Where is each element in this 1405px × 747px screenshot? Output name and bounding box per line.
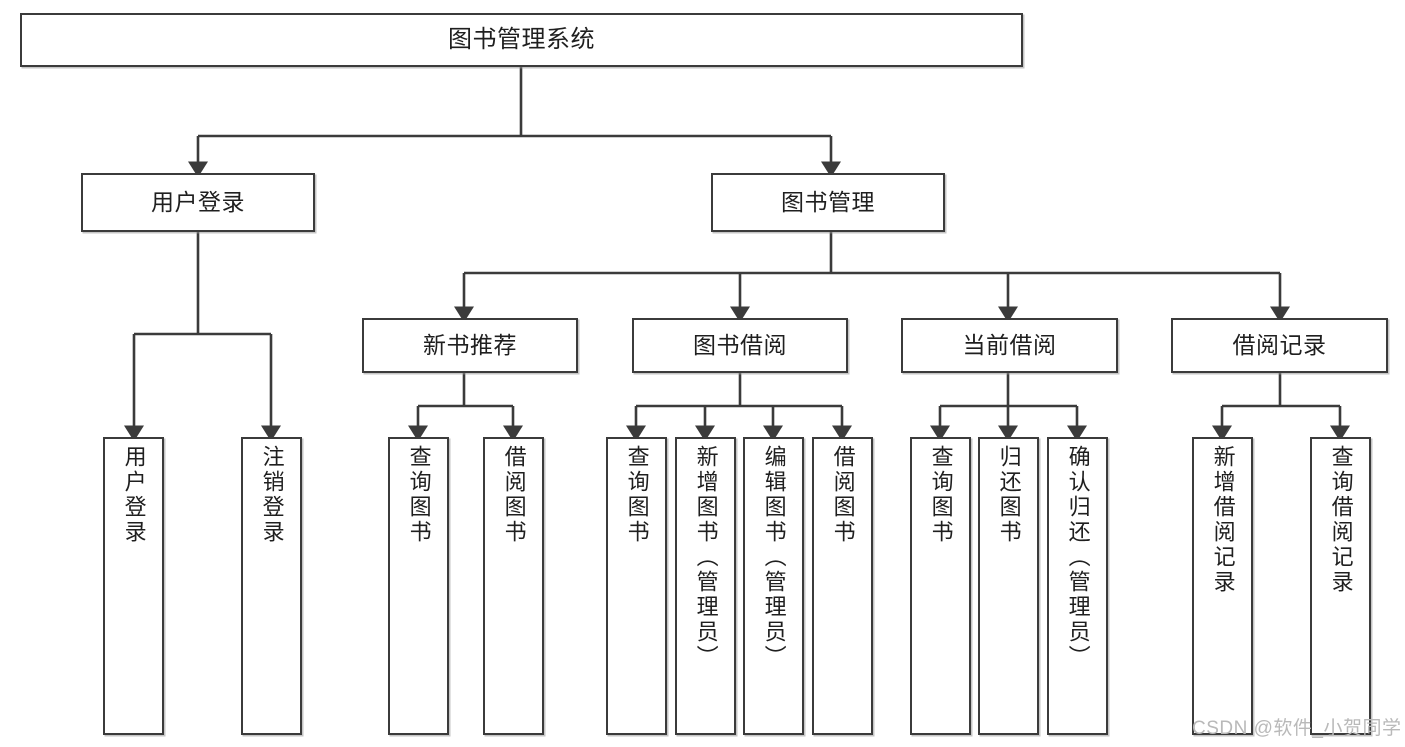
leaf-confirm-return[interactable]: 确认归还（管理员） — [1047, 437, 1108, 735]
leaf-add-book[interactable]: 新增图书（管理员） — [675, 437, 736, 735]
leaf-query-record-label: 查询借阅记录 — [1328, 445, 1354, 595]
leaf-user-logout-label: 注销登录 — [259, 445, 285, 545]
node-root-label: 图书管理系统 — [448, 25, 595, 53]
node-borrow-records[interactable]: 借阅记录 — [1171, 318, 1388, 373]
leaf-query-book-recommend-label: 查询图书 — [406, 445, 432, 545]
node-book-management[interactable]: 图书管理 — [711, 173, 945, 232]
leaf-user-logout[interactable]: 注销登录 — [241, 437, 302, 735]
node-current-borrow-label: 当前借阅 — [962, 331, 1057, 358]
leaf-query-book-borrow[interactable]: 查询图书 — [606, 437, 667, 735]
leaf-return-book-label: 归还图书 — [996, 445, 1022, 545]
node-root-book-management-system[interactable]: 图书管理系统 — [20, 13, 1023, 67]
node-user-login-label: 用户登录 — [151, 188, 245, 215]
leaf-edit-book-label: 编辑图书（管理员） — [761, 445, 787, 670]
node-user-login[interactable]: 用户登录 — [81, 173, 315, 232]
leaf-borrow-book-label: 借阅图书 — [830, 445, 856, 545]
leaf-edit-book[interactable]: 编辑图书（管理员） — [743, 437, 804, 735]
leaf-return-book[interactable]: 归还图书 — [978, 437, 1039, 735]
leaf-query-book-current-label: 查询图书 — [928, 445, 954, 545]
leaf-user-login[interactable]: 用户登录 — [103, 437, 164, 735]
leaf-query-book-recommend[interactable]: 查询图书 — [388, 437, 449, 735]
leaf-query-book-borrow-label: 查询图书 — [624, 445, 650, 545]
leaf-add-book-label: 新增图书（管理员） — [693, 445, 719, 670]
leaf-query-book-current[interactable]: 查询图书 — [910, 437, 971, 735]
leaf-borrow-book-recommend-label: 借阅图书 — [501, 445, 527, 545]
node-book-borrow-label: 图书借阅 — [693, 331, 787, 358]
node-book-management-label: 图书管理 — [781, 188, 875, 215]
node-new-book-recommend[interactable]: 新书推荐 — [362, 318, 578, 373]
leaf-confirm-return-label: 确认归还（管理员） — [1065, 445, 1091, 670]
leaf-user-login-label: 用户登录 — [121, 445, 147, 545]
leaf-query-record[interactable]: 查询借阅记录 — [1310, 437, 1371, 735]
node-book-borrow[interactable]: 图书借阅 — [632, 318, 848, 373]
node-current-borrow[interactable]: 当前借阅 — [901, 318, 1118, 373]
leaf-add-record[interactable]: 新增借阅记录 — [1192, 437, 1253, 735]
node-new-book-recommend-label: 新书推荐 — [423, 331, 517, 358]
leaf-borrow-book[interactable]: 借阅图书 — [812, 437, 873, 735]
leaf-borrow-book-recommend[interactable]: 借阅图书 — [483, 437, 544, 735]
leaf-add-record-label: 新增借阅记录 — [1210, 445, 1236, 595]
node-borrow-records-label: 借阅记录 — [1232, 331, 1327, 358]
